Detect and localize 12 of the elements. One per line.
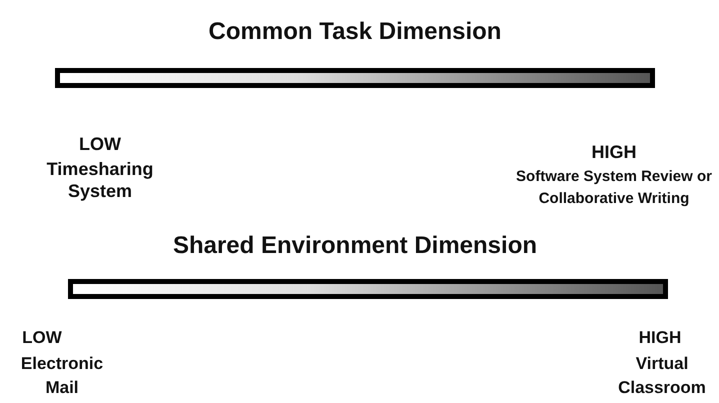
gradient-scale-bar [68,279,668,299]
dimension-heading: Shared Environment Dimension [172,232,538,260]
gradient-scale-bar [55,68,655,88]
example-text: Electronic Mail [20,353,104,399]
scale-end-label: HIGH [590,142,638,163]
example-text: Software System Review or Collaborative Writing [515,167,713,209]
scale-end-label: LOW [78,134,122,155]
scale-end-label: HIGH [638,328,682,348]
example-text: Timesharing System [46,158,154,202]
scale-end-label: LOW [21,328,63,348]
example-text: Virtual Classroom [617,353,707,399]
dimension-heading: Common Task Dimension [208,18,502,46]
